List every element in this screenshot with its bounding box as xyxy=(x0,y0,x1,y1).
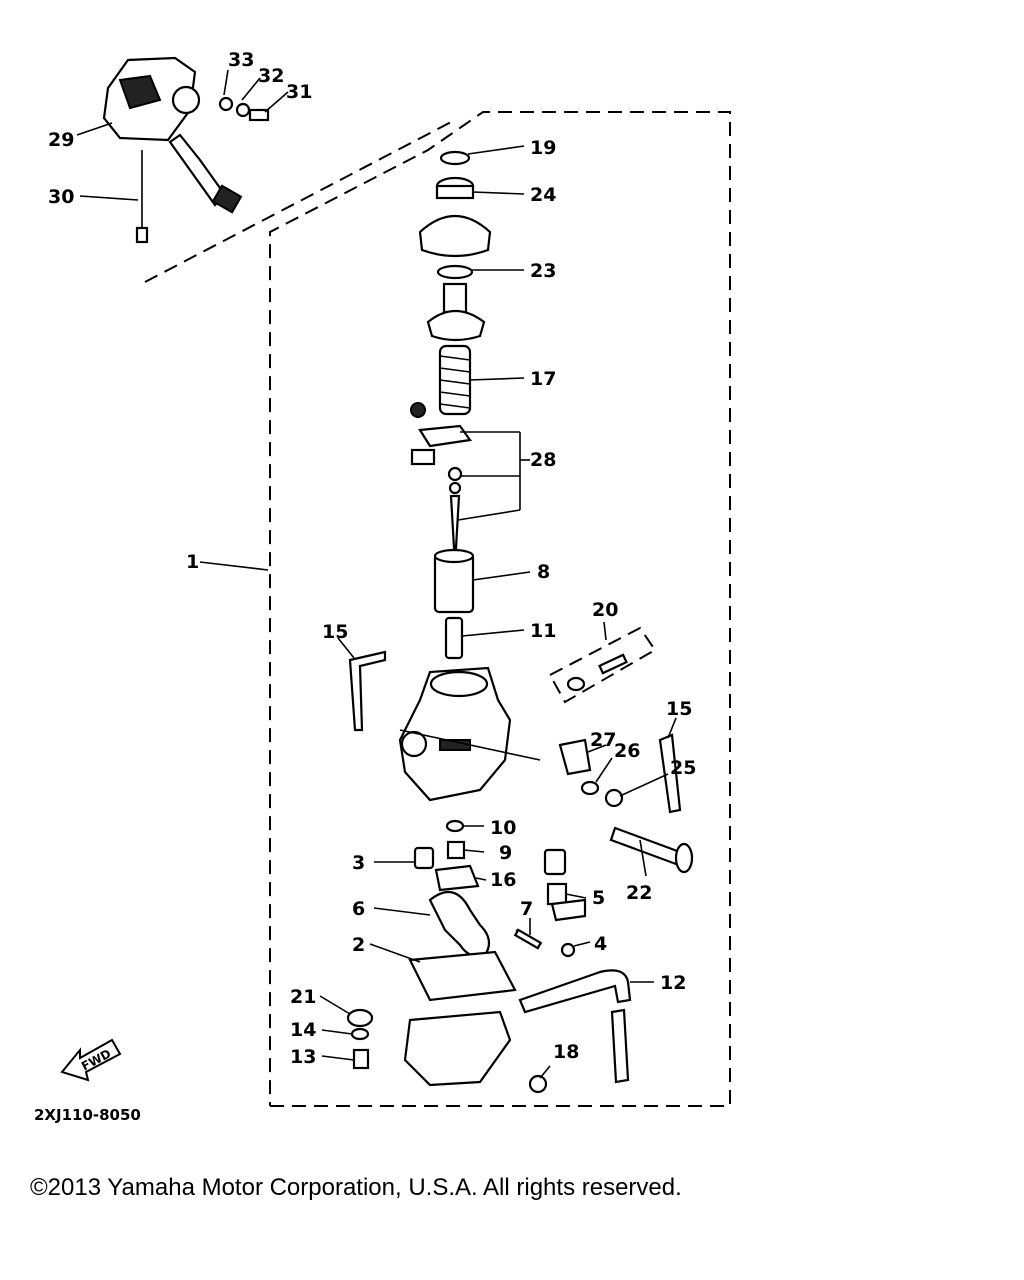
callout-30: 30 xyxy=(48,186,74,208)
callout-33: 33 xyxy=(228,49,254,71)
callout-25: 25 xyxy=(670,757,696,779)
callout-21: 21 xyxy=(290,986,316,1008)
callout-7: 7 xyxy=(520,898,533,920)
callout-13: 13 xyxy=(290,1046,316,1068)
copyright-notice: ©2013 Yamaha Motor Corporation, U.S.A. A… xyxy=(30,1174,682,1201)
assembly-boundary xyxy=(144,111,731,1107)
callout-23: 23 xyxy=(530,260,556,282)
callout-18: 18 xyxy=(553,1041,579,1063)
callout-2: 2 xyxy=(352,934,365,956)
carb-top-cap xyxy=(418,150,492,342)
callout-20: 20 xyxy=(592,599,618,621)
callout-numbers: 1 2 3 4 5 6 7 8 9 10 11 12 13 14 15 15 1… xyxy=(48,49,696,1068)
callout-4: 4 xyxy=(594,933,607,955)
callout-19: 19 xyxy=(530,137,556,159)
callout-17: 17 xyxy=(530,368,556,390)
callout-29: 29 xyxy=(48,129,74,151)
jet-needle-set xyxy=(410,402,472,550)
throttle-cable-assembly xyxy=(102,56,270,244)
diagram-code: 2XJ110-8050 xyxy=(34,1106,141,1124)
carburetor-body xyxy=(398,666,541,802)
callout-8: 8 xyxy=(537,561,550,583)
callout-28: 28 xyxy=(530,449,556,471)
callout-32: 32 xyxy=(258,65,284,87)
callout-3: 3 xyxy=(352,852,365,874)
callout-27: 27 xyxy=(590,729,616,751)
callout-11: 11 xyxy=(530,620,556,642)
callout-1: 1 xyxy=(186,551,199,573)
throttle-valve xyxy=(433,548,475,614)
callout-12: 12 xyxy=(660,972,686,994)
pilot-screw-set xyxy=(549,626,657,704)
callout-15-right: 15 xyxy=(666,698,692,720)
callout-5: 5 xyxy=(592,887,605,909)
callout-14: 14 xyxy=(290,1019,316,1041)
callout-10: 10 xyxy=(490,817,516,839)
callout-24: 24 xyxy=(530,184,556,206)
callout-22: 22 xyxy=(626,882,652,904)
throttle-spring xyxy=(438,344,472,416)
starter-plunger xyxy=(609,826,694,874)
callout-31: 31 xyxy=(286,81,312,103)
leader-lines xyxy=(76,69,677,1079)
needle-jet xyxy=(444,616,464,660)
throttle-stop-parts xyxy=(558,738,624,808)
callout-16: 16 xyxy=(490,869,516,891)
fwd-arrow-icon: FWD xyxy=(60,1038,122,1082)
callout-15-left: 15 xyxy=(322,621,348,643)
callout-6: 6 xyxy=(352,898,365,920)
drain-hose xyxy=(518,969,632,1084)
float-section-parts xyxy=(346,819,587,1094)
callout-26: 26 xyxy=(614,740,640,762)
callout-9: 9 xyxy=(499,842,512,864)
vent-tube-left xyxy=(348,650,387,732)
